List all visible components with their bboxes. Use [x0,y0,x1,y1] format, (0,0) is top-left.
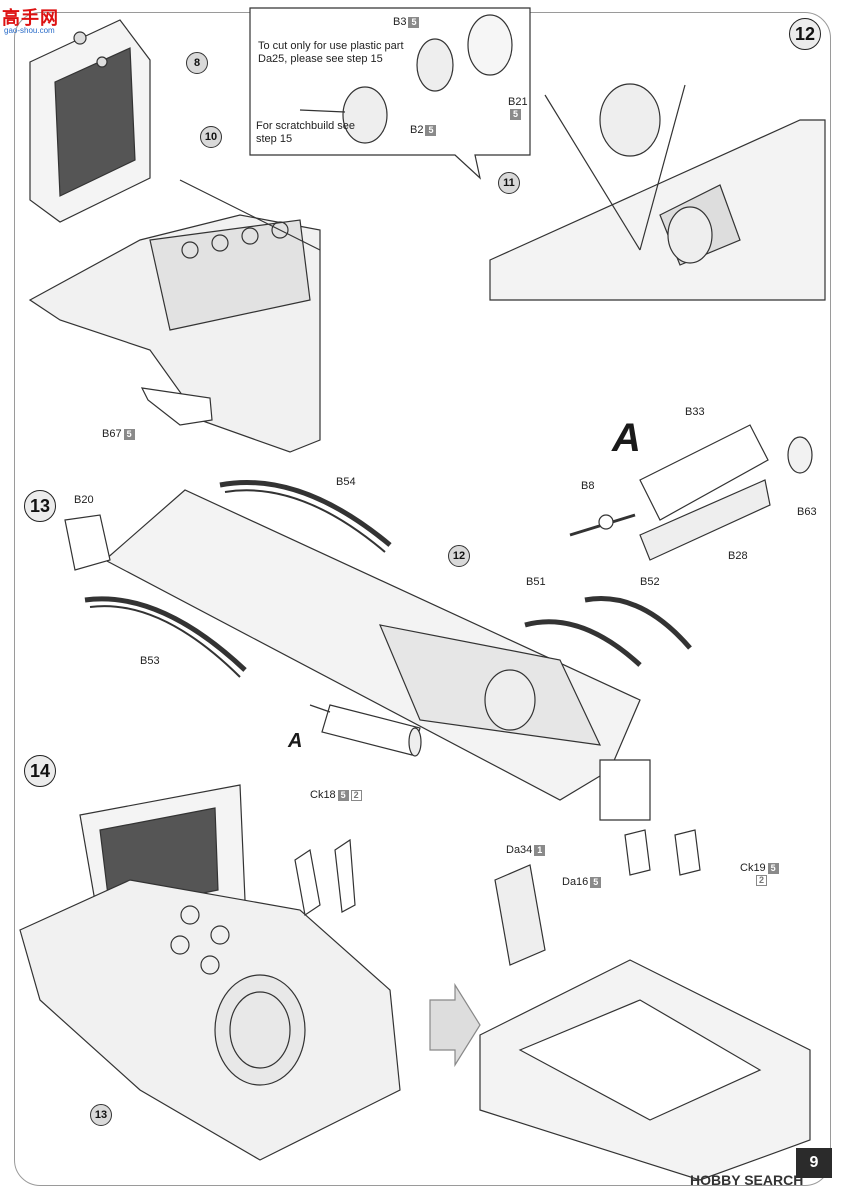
watermark-logo: 高手网 [2,8,59,28]
part-label-b8: B8 [581,480,595,492]
callout-8: 8 [186,52,208,74]
leaf-spring-b51 [524,619,642,667]
subassembly-marker-a: A [612,416,641,460]
watermark-hobby-search: HOBBY SEARCH [690,1172,804,1188]
watermark-logo-sub: gao-shou.com [4,26,55,35]
callout-12: 12 [448,545,470,567]
part-label-b54: B54 [336,476,356,488]
exhaust-muffler-a [309,704,422,757]
callout-10: 10 [200,126,222,148]
inset-note-cut: To cut only for use plastic part Da25, p… [258,40,404,65]
part-label-b28: B28 [728,550,748,562]
step14-frame-drawing [479,829,811,1181]
inset-box [249,7,531,180]
part-label-b20: B20 [74,494,94,506]
callout-13: 13 [90,1104,112,1126]
radiator-drawing [29,19,151,223]
page-number: 9 [796,1148,832,1178]
exhaust-subassembly-drawing [569,424,813,561]
chassis-rear-drawing [489,83,826,301]
arrow-right [429,982,481,1068]
inset-note-scratch: For scratchbuild see step 15 [256,120,356,145]
step-number-12: 12 [789,18,821,50]
part-label-b63: B63 [797,506,817,518]
chassis-main-drawing [64,489,651,821]
engine-frame-drawing [28,179,321,453]
part-label-b52: B52 [640,576,660,588]
pedal-ck18 [294,838,356,917]
leaf-spring-b53 [84,596,247,678]
step-number-14: 14 [24,755,56,787]
callout-11: 11 [498,172,520,194]
leaf-spring-b54 [219,480,392,553]
part-label-b33: B33 [685,406,705,418]
part-label-b53: B53 [140,655,160,667]
leaf-spring-b52 [584,596,692,650]
step14-engine-drawing [19,784,401,1161]
part-label-b51: B51 [526,576,546,588]
subassembly-marker-a-small: A [288,730,303,752]
step-number-13: 13 [24,490,56,522]
